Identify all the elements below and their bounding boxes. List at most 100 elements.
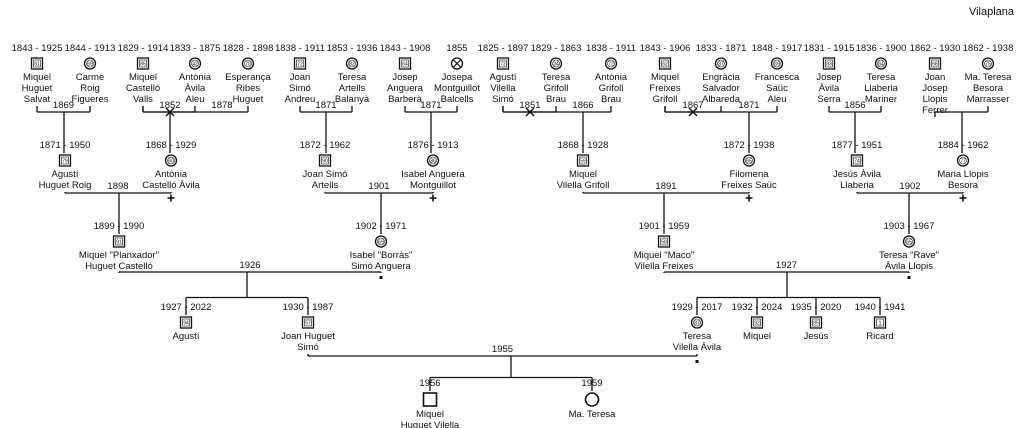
person-name-line: Simó (289, 83, 311, 94)
end-dot-icon (695, 360, 699, 363)
person-name-line: Vilella (490, 83, 516, 94)
female-icon (164, 154, 178, 167)
inner-ring (877, 59, 885, 68)
person-name-line: Roig (80, 83, 100, 94)
female-icon (714, 57, 728, 70)
person-name-line: Huguet (22, 83, 53, 94)
union-year: 1856 (844, 100, 865, 111)
person-name-line: Francesca (755, 72, 800, 83)
person-dates: 1862 - 1930 (910, 43, 961, 54)
person-name-line: Teresa (338, 72, 367, 83)
male-icon (136, 57, 150, 70)
person-dates: 1872 - 1938 (724, 140, 775, 151)
person-name-line: Aleu (185, 94, 204, 105)
person-name-line: Agustí (490, 72, 517, 83)
person-name-line: Artells (312, 180, 339, 191)
female-icon (83, 57, 97, 70)
person-badge: 69 (774, 61, 780, 67)
person-name-line: Simó Anguera (351, 261, 411, 272)
person-name-line: Àvila Llopis (885, 261, 933, 272)
person-badge: 64 (402, 61, 408, 67)
person-badge: 69 (378, 239, 384, 245)
person-name-line: Aleu (767, 94, 786, 105)
person-badge: 81 (34, 61, 40, 67)
person-name-line: Josep (392, 72, 417, 83)
person-name-line: Saüc (766, 83, 788, 94)
female-icon (874, 57, 888, 70)
person-badge: 74 (854, 158, 860, 164)
person-name-line: Brau (601, 94, 621, 105)
male-icon (873, 316, 887, 329)
plus-icon (959, 194, 967, 202)
person-name-line: Artells (339, 83, 366, 94)
inner-ring (959, 156, 967, 165)
person-name-line: Teresa (542, 72, 571, 83)
union-year: 1926 (239, 260, 260, 271)
person-dates: 1868 - 1928 (558, 140, 609, 151)
inner-frame (661, 59, 669, 68)
person-name-line: Salvat (24, 94, 51, 105)
person-dates: 1902 - 1971 (356, 221, 407, 232)
person-dates: 1843 - 1925 (12, 43, 63, 54)
male-icon (576, 154, 590, 167)
end-dot-icon (907, 276, 911, 279)
person-name-line: Llopis (923, 94, 948, 105)
person-name-line: Miquel "Planxador" (79, 250, 159, 261)
female-icon (956, 154, 970, 167)
person-name-line: Josep (816, 72, 841, 83)
person-name-line: Miquel "Maco" (634, 250, 695, 261)
person-name-line: Esperança (225, 72, 271, 83)
person-badge: 65 (906, 239, 912, 245)
female-icon (902, 235, 916, 248)
male-icon (809, 316, 823, 329)
person-badge: 91 (116, 239, 122, 245)
person-name-line: Freixes Saüc (721, 180, 777, 191)
person-name-line: Àvila (185, 83, 206, 94)
person-dates: 1868 - 1929 (146, 140, 197, 151)
person-name-line: Llaberia (840, 180, 875, 191)
person-dates: 1899 - 1990 (94, 221, 145, 232)
person-dates: 1901 - 1959 (639, 221, 690, 232)
person-dates: 1959 (581, 378, 602, 389)
inner-frame (853, 156, 861, 165)
